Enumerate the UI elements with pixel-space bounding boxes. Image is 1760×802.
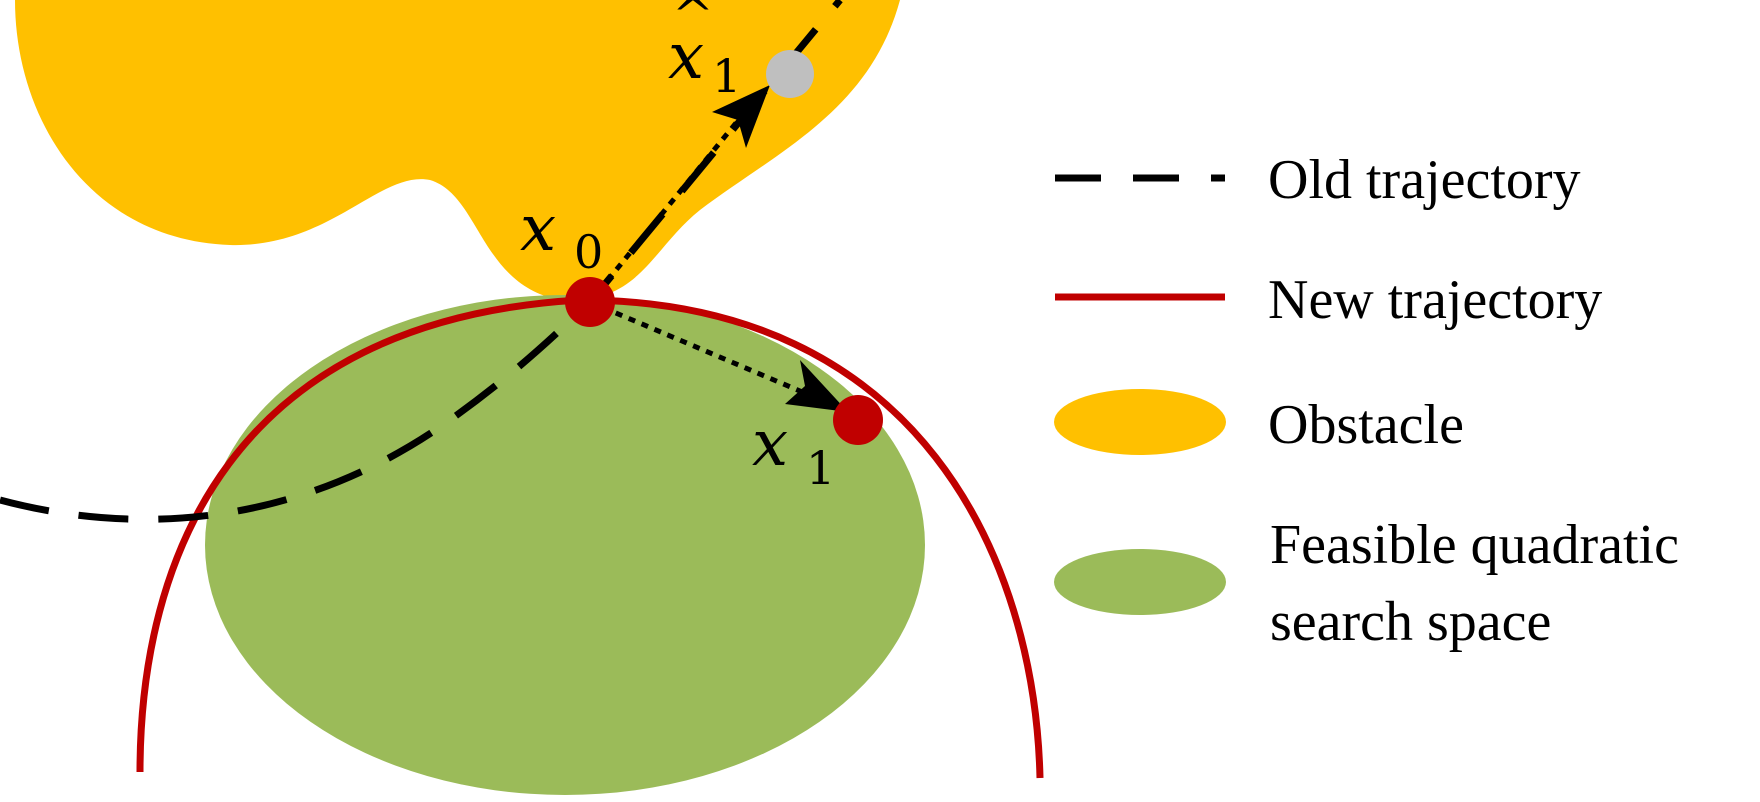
label-x-hat-1: x ^ 1 (668, 0, 741, 103)
step-arrow-to-x-1 (589, 299, 841, 411)
legend: Old trajectory New trajectory Obstacle F… (1054, 149, 1679, 653)
feasible-region (205, 295, 925, 795)
label-x-1: x 1 (752, 407, 835, 495)
legend-feasible-label-line2: search space (1270, 591, 1551, 653)
legend-obstacle-label: Obstacle (1268, 394, 1464, 456)
svg-text:^: ^ (672, 0, 714, 44)
legend-obstacle-swatch (1054, 389, 1226, 455)
legend-new-trajectory-label: New trajectory (1268, 269, 1602, 331)
step-arrow-to-x-hat-1 (588, 94, 760, 304)
svg-text:0: 0 (574, 225, 603, 279)
label-x-0: x 0 (520, 192, 603, 279)
point-x-hat-1 (766, 50, 814, 98)
legend-old-trajectory-label: Old trajectory (1268, 149, 1581, 211)
svg-text:x: x (752, 407, 788, 481)
arrowhead-x-hat-1 (712, 85, 770, 148)
svg-text:1: 1 (806, 441, 835, 495)
obstacle-shape (15, 0, 900, 301)
svg-text:x: x (520, 192, 556, 266)
arrowhead-x-1 (785, 360, 848, 412)
svg-text:1: 1 (712, 49, 741, 103)
legend-feasible-swatch (1054, 549, 1226, 615)
old-trajectory-curve (0, 0, 843, 523)
point-x-1 (833, 395, 883, 445)
point-x-0 (565, 277, 615, 327)
svg-text:x: x (668, 20, 704, 94)
legend-feasible-label-line1: Feasible quadratic (1270, 514, 1679, 576)
